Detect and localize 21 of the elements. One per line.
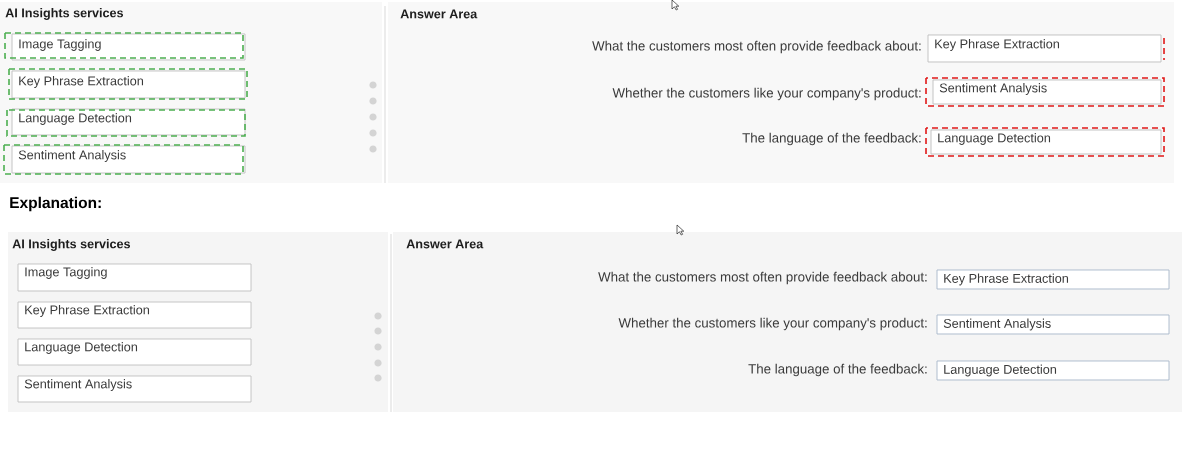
draggable-tile: Language Detection [11, 108, 246, 136]
prompt-text: The language of the feedback: [742, 132, 921, 146]
prompt-text: What the customers most often provide feedback about: [598, 271, 927, 285]
answer-box: Key Phrase Extraction [936, 269, 1170, 290]
answer-box: Key Phrase Extraction [927, 34, 1162, 63]
draggable-tile: Key Phrase Extraction [11, 70, 246, 99]
prompt-text: Whether the customers like your company's product: [618, 317, 927, 331]
draggable-tile: Sentiment Analysis [17, 375, 252, 403]
answer-box: Sentiment Analysis [936, 314, 1170, 335]
draggable-tile: Key Phrase Extraction [17, 301, 252, 329]
draggable-tile: Sentiment Analysis [11, 145, 246, 174]
answer-box: Language Detection [930, 129, 1162, 155]
prompt-text: What the customers most often provide feedback about: [592, 40, 921, 54]
section-heading: Explanation: [10, 196, 101, 212]
draggable-tile: Language Detection [17, 338, 252, 366]
answer-box: Language Detection [936, 360, 1170, 381]
draggable-tile: Image Tagging [11, 33, 246, 61]
answer-box: Sentiment Analysis [932, 79, 1162, 105]
draggable-tile: Image Tagging [17, 263, 252, 292]
prompt-text: The language of the feedback: [748, 363, 927, 377]
prompt-text: Whether the customers like your company's product: [612, 87, 921, 101]
